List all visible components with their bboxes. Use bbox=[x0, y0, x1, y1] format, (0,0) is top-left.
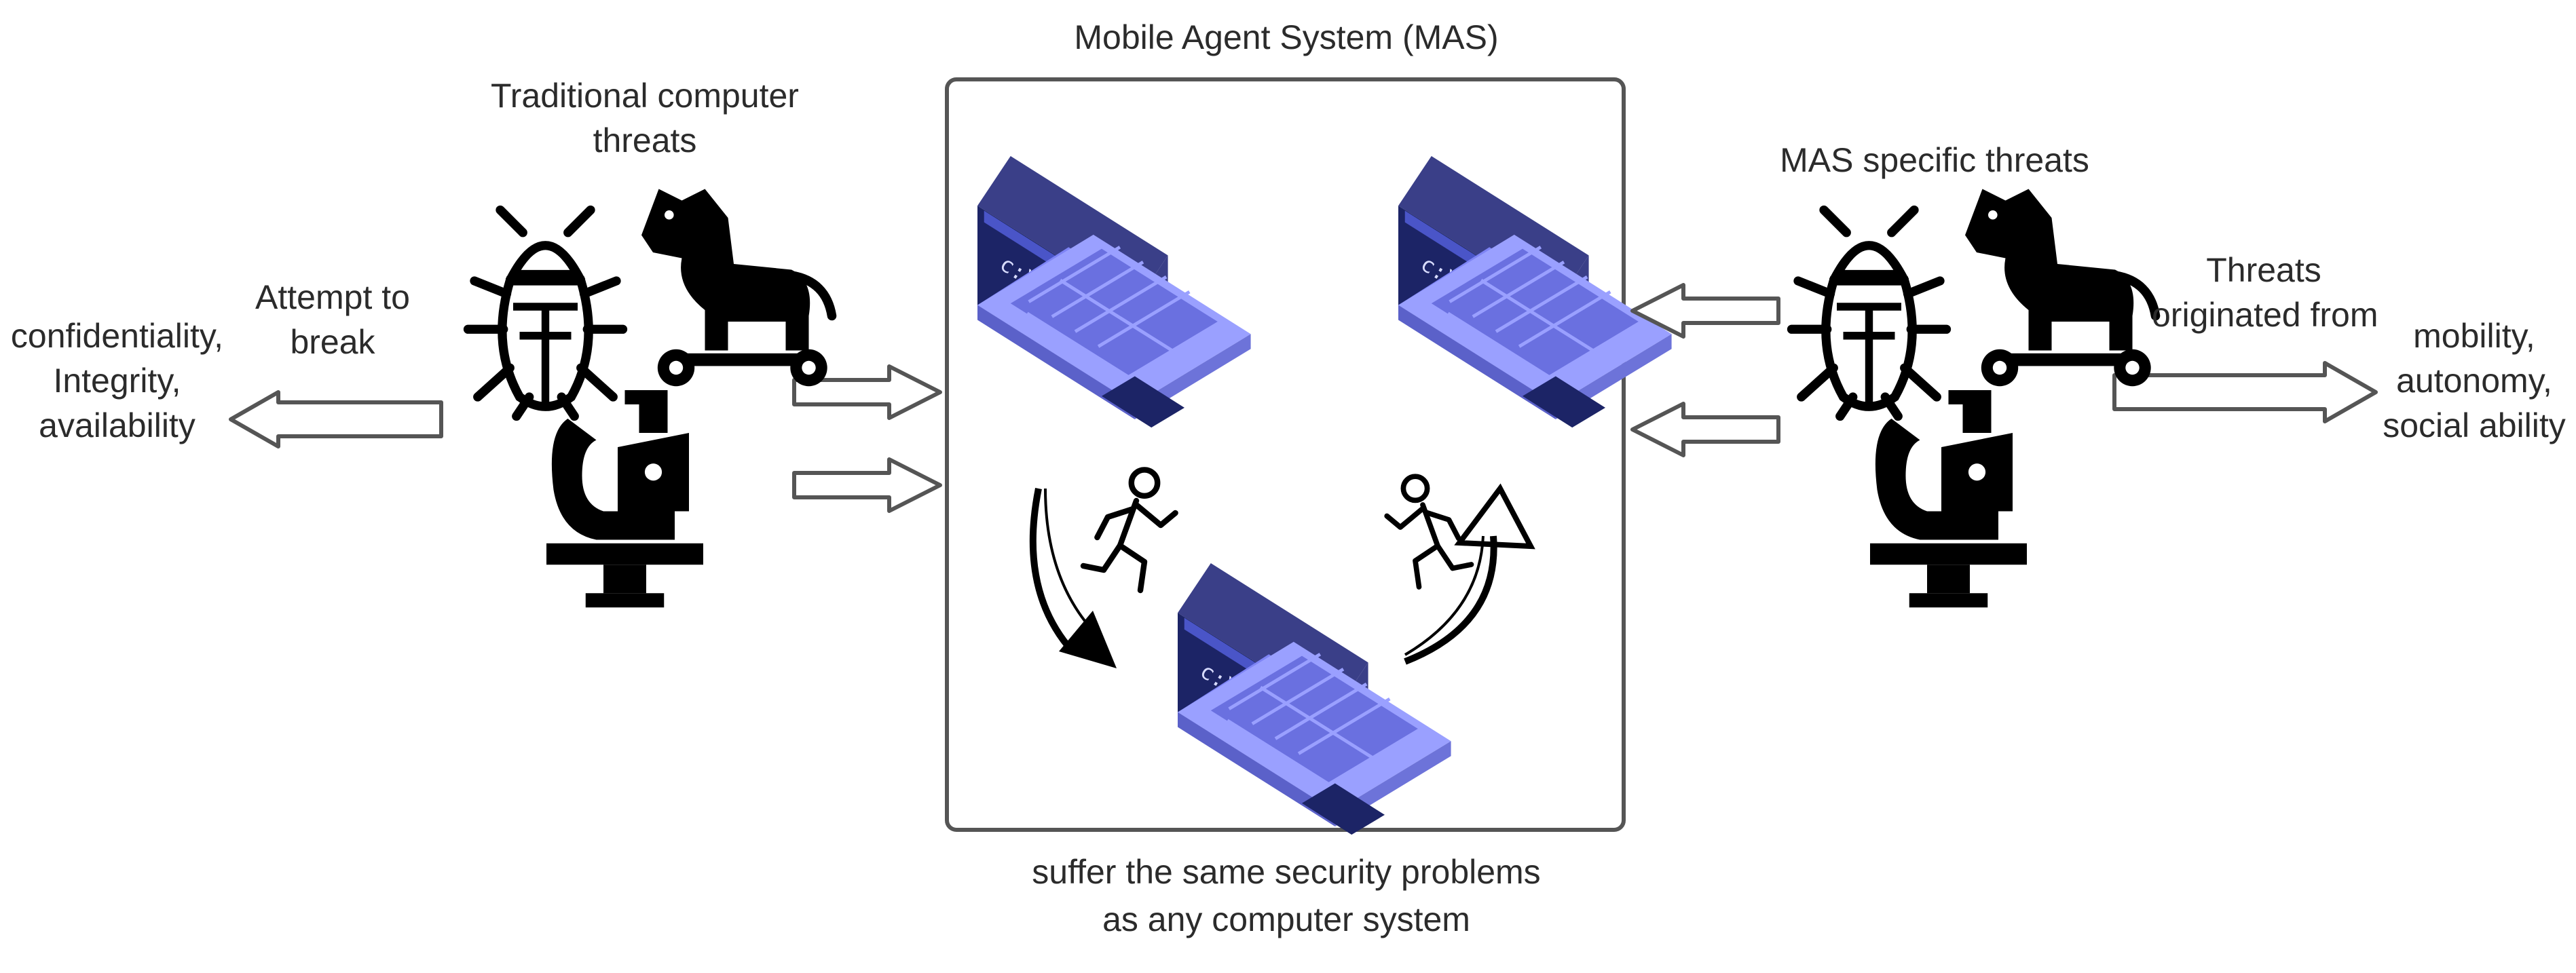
trojan-horse-icon bbox=[641, 189, 832, 387]
targets-line3: availability bbox=[39, 406, 195, 444]
arrow-into-mas bbox=[792, 457, 942, 513]
running-agent-icon bbox=[1083, 470, 1176, 590]
running-agent-icon bbox=[1387, 476, 1471, 587]
sources-line3: social ability bbox=[2383, 406, 2566, 444]
arrow-into-mas bbox=[1630, 402, 1780, 457]
arrow-right bbox=[2112, 361, 2378, 423]
sources-line1: mobility, bbox=[2413, 317, 2535, 355]
laptop-icon bbox=[1178, 563, 1451, 835]
targets-line1: confidentiality, bbox=[10, 317, 224, 355]
hacker-icon bbox=[1870, 390, 2027, 608]
trojan-horse-icon bbox=[1965, 189, 2156, 387]
traditional-title-line2: threats bbox=[593, 121, 697, 159]
origin-line2: originated from bbox=[2152, 296, 2378, 334]
mas-box bbox=[945, 77, 1626, 832]
mas-caption-line2: as any computer system bbox=[1102, 900, 1470, 938]
origin-line1: Threats bbox=[2206, 251, 2321, 289]
sources-line2: autonomy, bbox=[2396, 362, 2552, 400]
mas-title: Mobile Agent System (MAS) bbox=[1074, 18, 1499, 56]
bug-icon bbox=[468, 210, 623, 417]
security-targets: confidentiality, Integrity, availability bbox=[0, 313, 234, 448]
curved-arrow-icon bbox=[1029, 488, 1117, 668]
bug-icon bbox=[1792, 210, 1947, 417]
arrow-into-mas bbox=[1630, 283, 1780, 339]
threat-sources: mobility, autonomy, social ability bbox=[2376, 313, 2573, 448]
mas-specific-threats-title: MAS specific threats bbox=[1780, 141, 2089, 179]
mas-caption: suffer the same security problems as any… bbox=[964, 848, 1609, 943]
targets-line2: Integrity, bbox=[53, 362, 181, 400]
laptop-icon bbox=[1398, 156, 1672, 427]
arrow-into-mas bbox=[792, 364, 942, 420]
mas-caption-line1: suffer the same security problems bbox=[1032, 853, 1541, 891]
curved-arrow-icon bbox=[1404, 483, 1535, 665]
attempt-line1: Attempt to bbox=[255, 278, 410, 316]
traditional-title-line1: Traditional computer bbox=[491, 77, 799, 115]
threat-origin-label: Threats originated from bbox=[2152, 248, 2378, 337]
attempt-line2: break bbox=[290, 323, 375, 361]
laptop-icon bbox=[977, 156, 1251, 427]
attempt-label: Attempt to break bbox=[238, 275, 428, 364]
arrow-left bbox=[229, 390, 443, 449]
traditional-threats-title: Traditional computer threats bbox=[448, 73, 842, 163]
hacker-icon bbox=[546, 390, 703, 608]
